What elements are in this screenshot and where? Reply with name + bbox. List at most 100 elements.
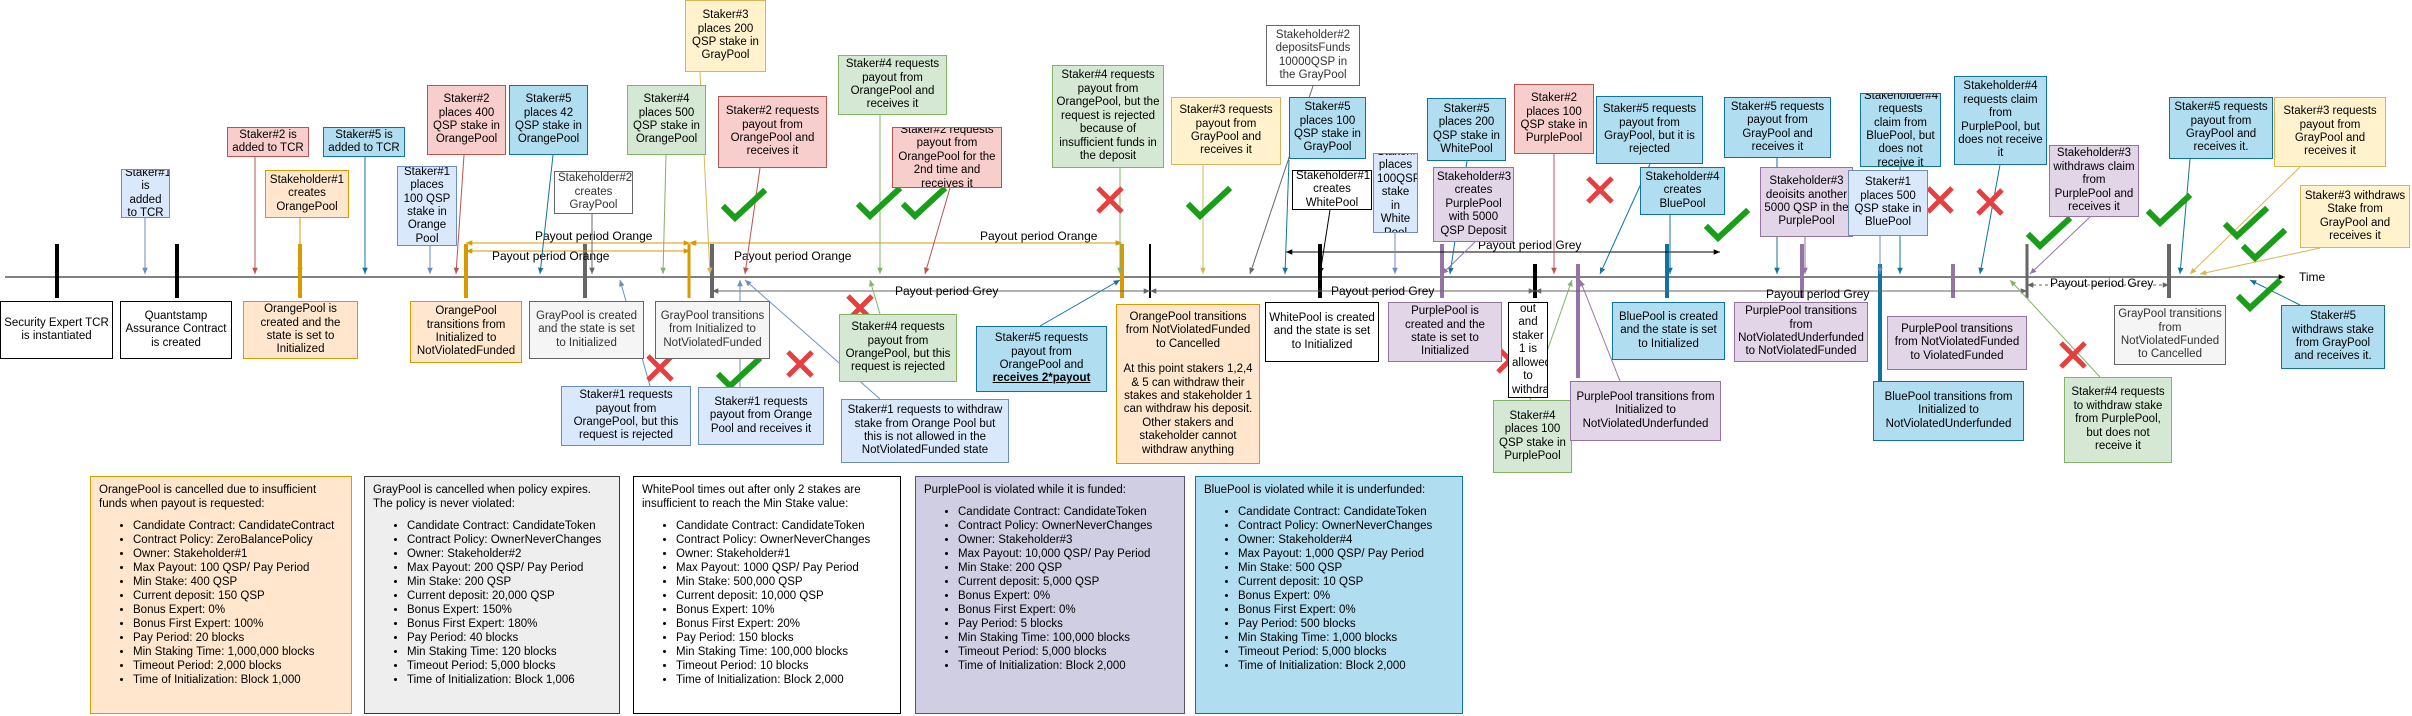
summary-item: Bonus Expert: 0%	[133, 603, 343, 617]
summary-item: Bonus First Expert: 0%	[958, 603, 1176, 617]
event-below-b3: OrangePool is created and the state is s…	[243, 301, 358, 359]
summary-item: Timeout Period: 2,000 blocks	[133, 659, 343, 673]
summary-item: Max Payout: 10,000 QSP/ Pay Period	[958, 547, 1176, 561]
summary-item: Min Staking Time: 1,000 blocks	[1238, 631, 1454, 645]
event-below-text-emphasis: receives 2*payout	[992, 372, 1091, 385]
event-above-a29: Stakeholder#4 requests claim from Purple…	[1954, 76, 2047, 165]
event-above-a14: Staker#4 requests payout from OrangePool…	[1052, 65, 1164, 168]
summary-item: Owner: Stakeholder#4	[1238, 533, 1454, 547]
event-above-text: Stakeholder#3 withdraws claim from Purpl…	[2053, 147, 2135, 214]
event-below-b18: BluePool is created and the state is set…	[1612, 302, 1725, 360]
event-below-text: Staker#1 requests payout from Orange Poo…	[709, 395, 813, 435]
summary-title: GrayPool is cancelled when policy expire…	[373, 484, 591, 511]
event-below-b24: Staker#5 withdraws stake from GrayPool a…	[2281, 305, 2385, 369]
check-mark-icon	[2240, 227, 2288, 263]
axis-tick-4	[464, 244, 468, 298]
event-connector	[2009, 279, 2101, 378]
event-above-text: Staker#5 places 100 QSP stake in GrayPoo…	[1294, 101, 1361, 154]
event-below-b1: Security Expert TCR is instantiated	[0, 301, 113, 359]
summary-item: Current deposit: 10 QSP	[1238, 575, 1454, 589]
event-below-b6: GrayPool transitions from Initialized to…	[655, 301, 770, 359]
event-connector	[1282, 159, 1290, 275]
event-above-text: Staker#3 requests payout from GrayPool a…	[1179, 104, 1273, 157]
event-connector	[2189, 166, 2301, 275]
payout-period-label: Payout period Grey	[895, 284, 998, 298]
event-above-text: Staker#2 places 400 QSP stake in OrangeP…	[433, 93, 500, 146]
event-above-text: Stakeholder#1 creates OrangePool	[269, 173, 345, 213]
summary-item: Min Staking Time: 100,000 blocks	[676, 645, 892, 659]
summary-purple-pool: PurplePool is violated while it is funde…	[915, 476, 1185, 714]
event-connector	[1039, 279, 1121, 327]
event-above-text: Staker#2 places 100 QSP stake in PurpleP…	[1520, 92, 1588, 145]
event-above-a12: Staker#4 requests payout from OrangePool…	[838, 55, 947, 115]
cross-mark-icon	[1096, 186, 1124, 214]
payout-period-label: Payout period Grey	[1331, 284, 1434, 298]
axis-tick-17	[1951, 264, 1955, 298]
summary-item: Timeout Period: 5,000 blocks	[958, 645, 1176, 659]
summary-item: Owner: Stakeholder#3	[958, 533, 1176, 547]
check-mark-icon	[2145, 192, 2193, 228]
summary-item: Min Stake: 200 QSP	[407, 575, 611, 589]
summary-item: Max Payout: 1000 QSP/ Pay Period	[676, 561, 892, 575]
event-connector	[453, 154, 465, 275]
summary-item: Bonus First Expert: 0%	[1238, 603, 1454, 617]
summary-item: Min Staking Time: 1,000,000 blocks	[133, 645, 343, 659]
event-below-text-part: At this point stakers 1,2,4 & 5 can with…	[1123, 363, 1253, 456]
payout-period-label: Payout period Orange	[980, 229, 1098, 243]
event-below-b21: PurplePool transitions from NotViolatedF…	[1887, 316, 2027, 370]
axis-tick-19	[2167, 244, 2171, 298]
summary-item: Time of Initialization: Block 1,000	[133, 673, 343, 687]
axis-tick-9	[1149, 244, 1151, 298]
axis-tick-5	[583, 244, 587, 298]
event-above-text: Staker#5 requests payout from GrayPool a…	[1730, 100, 1825, 153]
event-below-text: Quantstamp Assurance Contract is created	[125, 309, 227, 349]
summary-item: Contract Policy: OwnerNeverChanges	[407, 533, 611, 547]
event-above-a31: Staker#5 requests payout from GrayPool a…	[2169, 97, 2273, 159]
event-above-a7: Staker#5 places 42 QSP stake in OrangePo…	[509, 85, 588, 155]
summary-white-pool: WhitePool times out after only 2 stakes …	[633, 476, 901, 714]
summary-title: BluePool is violated while it is underfu…	[1204, 484, 1426, 496]
event-below-b10: Staker#4 requests payout from OrangePool…	[839, 314, 957, 382]
event-above-text: Stakeholder#4 requests claim from Purple…	[1958, 80, 2043, 160]
payout-period-label: Payout period Orange	[535, 229, 653, 243]
summary-item: Time of Initialization: Block 2,000	[676, 673, 892, 687]
event-above-a11: Staker#2 requests payout from OrangePool…	[718, 96, 827, 168]
summary-item: Timeout Period: 5,000 blocks	[1238, 645, 1454, 659]
summary-item: Bonus Expert: 150%	[407, 603, 611, 617]
event-above-a5: Staker#1 places 100 QSP stake in Orange …	[397, 166, 457, 246]
event-below-text-part: Staker#5 requests payout from OrangePool…	[994, 332, 1089, 371]
axis-tick-12	[1533, 264, 1537, 298]
event-below-b9: Staker#1 requests to withdraw stake from…	[841, 399, 1009, 463]
event-connector	[2177, 158, 2191, 275]
event-above-text: Staker#5 places 200 QSP stake in WhitePo…	[1433, 102, 1500, 155]
axis-tick-13	[1576, 264, 1580, 378]
event-below-text: PurplePool transitions from NotViolatedU…	[1738, 305, 1864, 358]
summary-item: Contract Policy: OwnerNeverChanges	[676, 533, 892, 547]
event-above-a17: Staker#5 places 100 QSP stake in GrayPoo…	[1289, 97, 1366, 159]
check-mark-icon	[2025, 215, 2073, 251]
summary-item: Candidate Contract: CandidateToken	[1238, 505, 1454, 519]
event-connector	[1978, 164, 2001, 275]
axis-tick-7	[710, 244, 714, 298]
event-below-text: GrayPool transitions from NotViolatedFun…	[2118, 308, 2222, 361]
event-above-a26: Stakeholder#3 deoisits another 5000 QSP …	[1760, 167, 1853, 237]
axis-tick-1	[55, 244, 59, 298]
event-connector	[2249, 279, 2301, 306]
payout-period-label: Payout period Orange	[734, 249, 852, 263]
event-below-text: WhitePool is created and the state is se…	[1269, 311, 1375, 351]
summary-item: Pay Period: 40 blocks	[407, 631, 611, 645]
check-mark-icon	[715, 355, 763, 391]
summary-item: Bonus First Expert: 20%	[676, 617, 892, 631]
event-above-a28: Stakeholder#4 requests claim from BluePo…	[1860, 93, 1941, 167]
event-above-text: Staker#1 places 500 QSP stake in BluePoo…	[1854, 176, 1922, 229]
summary-item: Min Staking Time: 100,000 blocks	[958, 631, 1176, 645]
event-above-a22: Staker#2 places 100 QSP stake in PurpleP…	[1514, 84, 1594, 154]
summary-item: Candidate Contract: CandidateToken	[407, 519, 611, 533]
event-below-text: OrangePool transitions from NotViolatedF…	[1120, 311, 1256, 458]
event-below-text: Staker#5 withdraws stake from GrayPool a…	[2292, 310, 2374, 363]
event-above-a16: Stakeholder#2 depositsFunds 10000QSP in …	[1266, 25, 1360, 86]
event-above-a24: Stakeholder#4 creates BluePool	[1640, 167, 1725, 215]
event-above-a20: Staker#5 places 200 QSP stake in WhitePo…	[1427, 98, 1506, 161]
